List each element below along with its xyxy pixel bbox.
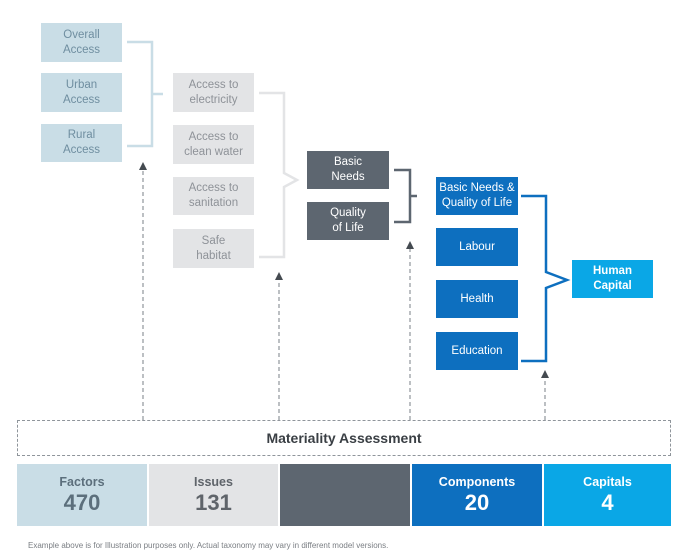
summary-issues: Issues 131 — [149, 464, 278, 526]
summary-issues-value: 131 — [195, 489, 232, 515]
component-box-basic-needs-quality: Basic Needs & Quality of Life — [436, 177, 518, 215]
factor-box-urban-access: Urban Access — [41, 73, 122, 112]
summary-factors-label: Factors — [59, 474, 105, 489]
footnote: Example above is for Illustration purpos… — [28, 541, 389, 550]
bracket-needs-to-components — [394, 168, 417, 224]
summary-blank — [280, 464, 410, 526]
summary-factors: Factors 470 — [17, 464, 147, 526]
summary-components-value: 20 — [464, 489, 490, 515]
component-box-health: Health — [436, 280, 518, 318]
summary-components-label: Components — [438, 474, 516, 489]
materiality-assessment-box: Materiality Assessment — [17, 420, 671, 456]
summary-factors-value: 470 — [63, 489, 101, 515]
summary-capitals-value: 4 — [601, 489, 614, 515]
component-box-labour: Labour — [436, 228, 518, 266]
summary-components: Components 20 — [412, 464, 542, 526]
issue-box-electricity: Access to electricity — [173, 73, 254, 112]
materiality-label: Materiality Assessment — [266, 430, 422, 446]
factor-box-rural-access: Rural Access — [41, 124, 122, 162]
capital-box-human-capital: Human Capital — [572, 260, 653, 298]
issue-box-safe-habitat: Safe habitat — [173, 229, 254, 268]
issue-box-clean-water: Access to clean water — [173, 125, 254, 164]
summary-issues-label: Issues — [194, 474, 233, 489]
summary-capitals: Capitals 4 — [544, 464, 671, 526]
bracket-components-to-capital — [521, 194, 571, 363]
factor-box-overall-access: Overall Access — [41, 23, 122, 62]
node-quality-of-life: Quality of Life — [307, 202, 389, 240]
bracket-issues-to-needs — [259, 91, 300, 259]
issue-box-sanitation: Access to sanitation — [173, 177, 254, 215]
summary-capitals-label: Capitals — [583, 474, 632, 489]
node-basic-needs: Basic Needs — [307, 151, 389, 189]
component-box-education: Education — [436, 332, 518, 370]
bracket-factors-to-issues — [127, 40, 163, 148]
